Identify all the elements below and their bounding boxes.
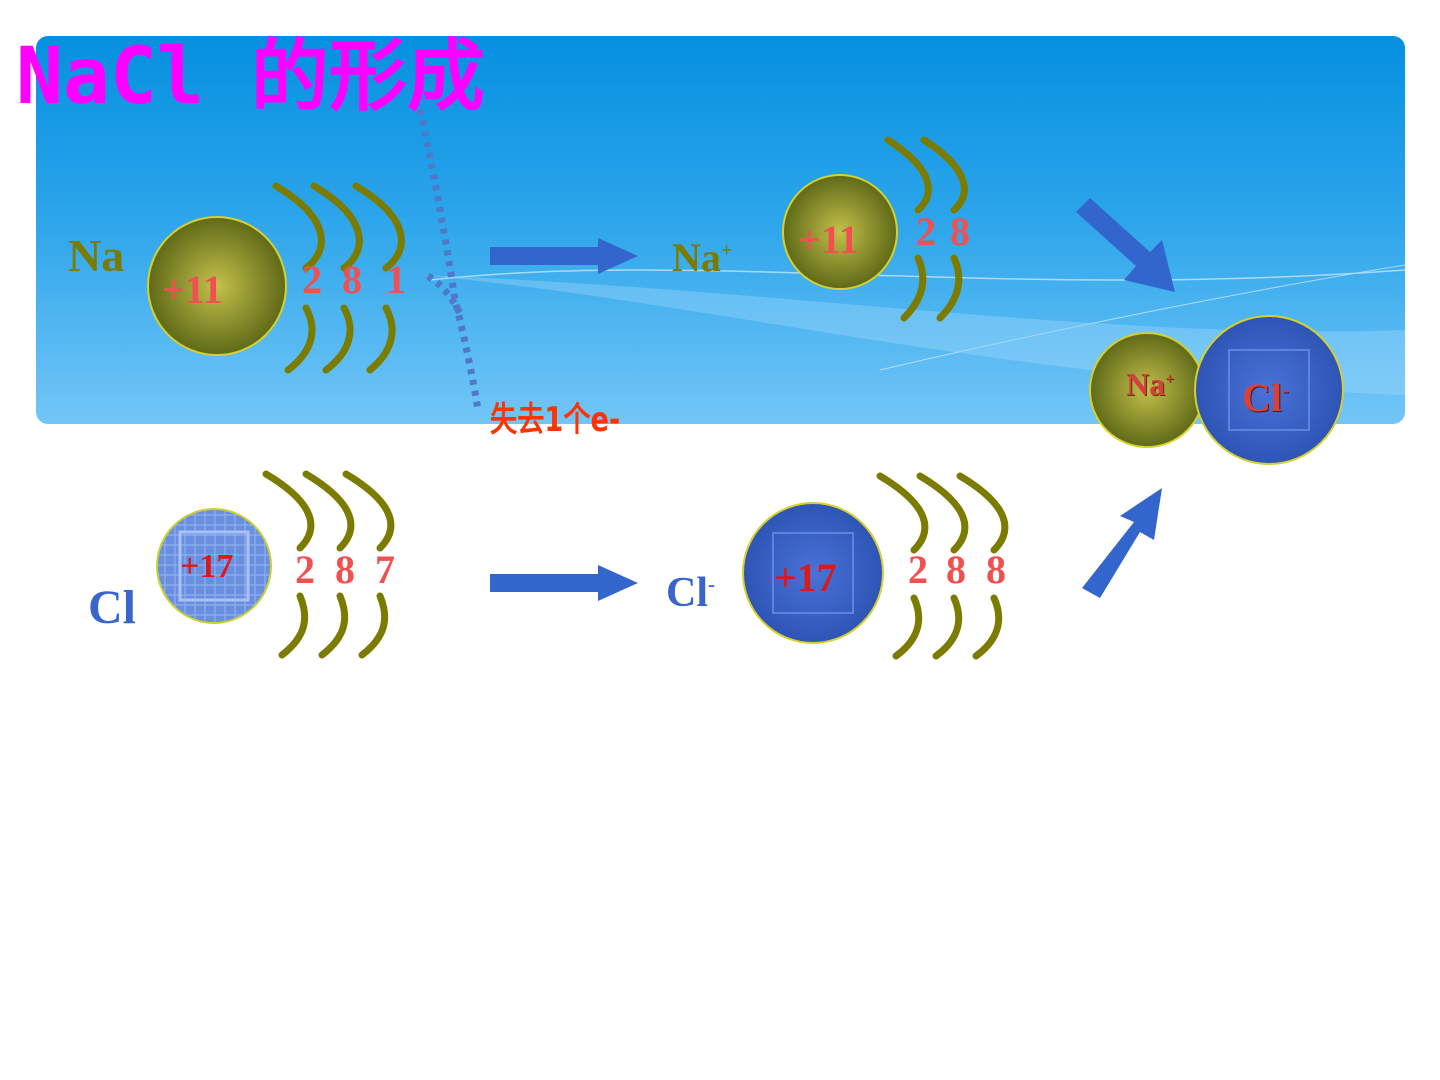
cl-atom-shell-2: 8 — [335, 547, 355, 592]
cl-atom-shells — [262, 470, 395, 659]
product-na-text: Na — [1126, 366, 1166, 402]
arrow-cl-to-cl-ion — [490, 565, 638, 601]
cl-ion-nucleus-core — [772, 532, 854, 614]
na-atom-shell-2: 8 — [342, 257, 362, 302]
cl-ion-nucleus — [742, 502, 884, 644]
cl-ion-shell-2: 8 — [946, 547, 966, 592]
arrow-na-ion-to-product — [1076, 198, 1175, 292]
cl-ion-shells — [876, 472, 1009, 660]
na-ion-shell-1: 2 — [916, 209, 936, 254]
na-ion-symbol-text: Na — [672, 235, 721, 280]
product-cl-text: Cl — [1242, 375, 1282, 420]
product-cl-ion — [1194, 315, 1344, 465]
arrow-cl-ion-to-product — [1082, 488, 1162, 598]
cl-atom-shell-1: 2 — [295, 547, 315, 592]
title-text: 的形成 — [250, 32, 485, 122]
page-title: NaCl 的形成 — [16, 38, 485, 116]
cl-atom-nucleus — [156, 508, 272, 624]
na-ion-charge: + — [720, 239, 733, 262]
product-cl-ion-core — [1228, 349, 1310, 431]
electron-transfer-path — [416, 109, 482, 411]
cl-ion-symbol-text: Cl — [666, 570, 708, 616]
cl-atom-nucleus-core — [178, 530, 250, 602]
na-atom-nucleus — [147, 216, 287, 356]
na-ion-shell-2: 8 — [950, 209, 970, 254]
cl-ion-shell-3: 8 — [986, 547, 1006, 592]
na-atom-shell-1: 2 — [302, 257, 322, 302]
cl-ion-symbol: Cl- — [666, 572, 715, 614]
na-atom-nucleus-charge: +11 — [162, 267, 223, 312]
cl-ion-shell-1: 2 — [908, 547, 928, 592]
product-na-label: Na+ — [1126, 368, 1174, 400]
electron-transfer-label: 失去1个e- — [490, 400, 621, 440]
na-atom-shell-3: 1 — [386, 257, 406, 302]
cl-atom-symbol: Cl — [88, 581, 136, 634]
na-ion-nucleus — [782, 174, 898, 290]
cl-atom-shell-3: 7 — [375, 547, 395, 592]
na-ion-symbol: Na+ — [672, 238, 732, 278]
na-ion-nucleus-charge: +11 — [798, 217, 859, 262]
na-atom-shells — [272, 182, 405, 374]
product-cl-charge: - — [1282, 379, 1289, 402]
na-ion-shells — [884, 136, 968, 322]
electron-transfer-path-branch — [426, 273, 466, 320]
arrow-na-to-na-ion — [490, 238, 638, 274]
product-cl-label: Cl- — [1242, 378, 1289, 418]
na-atom-symbol: Na — [68, 230, 125, 281]
product-na-charge: + — [1165, 370, 1175, 388]
cl-ion-charge: - — [708, 572, 715, 596]
cl-atom-nucleus-charge: +17 — [180, 548, 234, 585]
cl-ion-nucleus-charge: +17 — [774, 555, 837, 600]
title-formula: NaCl — [16, 32, 204, 122]
